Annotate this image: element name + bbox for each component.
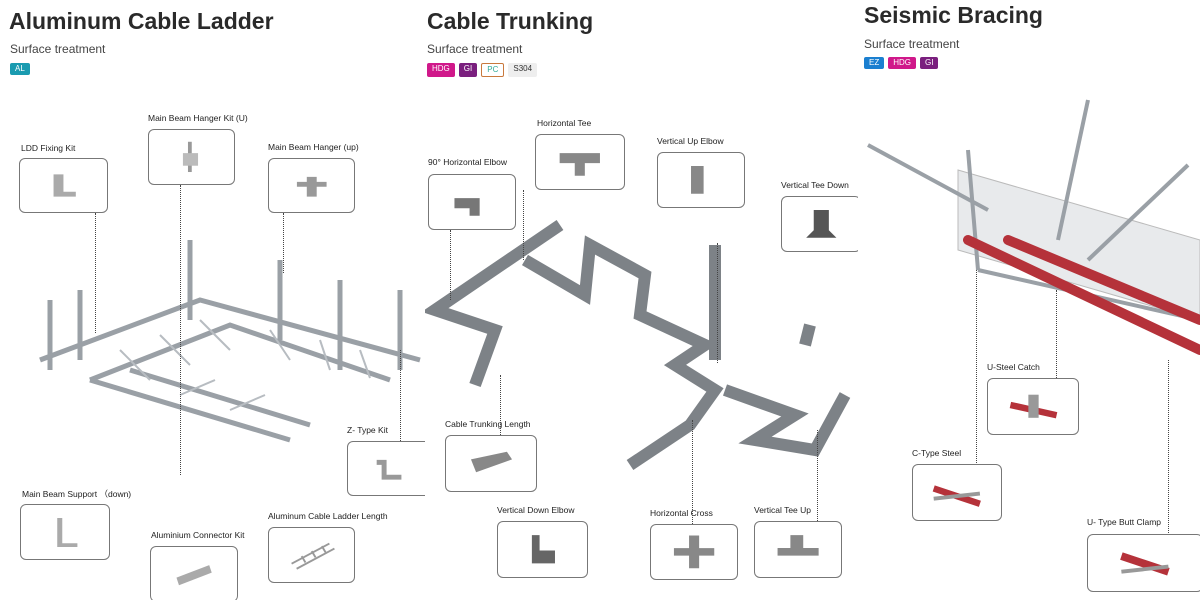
- badge-ez: EZ: [864, 57, 885, 69]
- section-title: Seismic Bracing: [864, 2, 1043, 28]
- badge-hdg: HDG: [888, 57, 917, 69]
- leader-line: [400, 350, 401, 441]
- component-cable-trunking-length[interactable]: [445, 435, 537, 492]
- leader-line: [1056, 290, 1057, 380]
- badge-gi: GI: [458, 63, 478, 77]
- leader-line: [283, 213, 284, 273]
- leader-line: [450, 230, 451, 300]
- badge-pc: PC: [481, 63, 505, 77]
- label-vertical-tee-down: Vertical Tee Down: [781, 180, 849, 190]
- leader-line: [180, 185, 181, 475]
- badge-al: AL: [10, 63, 30, 75]
- trunking-assembly-illustration: [425, 220, 851, 470]
- component-aluminium-connector-kit[interactable]: [150, 546, 238, 600]
- panel-seismic-bracing: Seismic Bracing Surface treatment EZ HDG…: [858, 0, 1200, 600]
- leader-line: [500, 375, 501, 435]
- component-vertical-down-elbow[interactable]: [497, 521, 588, 578]
- label-main-beam-hanger-up: Main Beam Hanger (up): [268, 142, 359, 152]
- component-main-beam-hanger-up[interactable]: [268, 158, 355, 213]
- label-main-beam-hanger-kit-u: Main Beam Hanger Kit (U): [148, 113, 248, 123]
- leader-line: [95, 213, 96, 333]
- label-main-beam-support-down: Main Beam Support （down): [22, 489, 132, 499]
- seismic-bracing-illustration: [867, 99, 1200, 355]
- label-aluminum-cable-ladder-length: Aluminum Cable Ladder Length: [268, 511, 388, 521]
- badge-s304: S304: [508, 63, 538, 77]
- label-u-type-butt-clamp: U- Type Butt Clamp: [1087, 517, 1162, 527]
- label-horizontal-tee: Horizontal Tee: [537, 118, 592, 128]
- section-title: Cable Trunking: [427, 8, 594, 34]
- label-u-steel-catch: U-Steel Catch: [987, 362, 1040, 372]
- component-90-horizontal-elbow[interactable]: [428, 174, 516, 230]
- badge-list: AL: [10, 63, 30, 75]
- badge-list: EZ HDG GI: [864, 57, 939, 69]
- ladder-assembly-illustration: [39, 240, 421, 443]
- label-vertical-down-elbow: Vertical Down Elbow: [497, 505, 575, 515]
- leader-line: [523, 190, 524, 260]
- leader-line: [817, 430, 818, 521]
- component-main-beam-support-down[interactable]: [20, 504, 110, 560]
- leader-line: [976, 270, 977, 465]
- surface-treatment-label: Surface treatment: [427, 42, 523, 56]
- panel-aluminum-cable-ladder: Aluminum Cable Ladder Surface treatment …: [0, 0, 425, 600]
- component-horizontal-tee[interactable]: [535, 134, 625, 190]
- component-u-type-butt-clamp[interactable]: [1087, 534, 1200, 592]
- badge-gi: GI: [920, 57, 939, 69]
- label-aluminium-connector-kit: Aluminium Connector Kit: [151, 530, 245, 540]
- label-c-type-steel: C-Type Steel: [912, 448, 962, 458]
- label-vertical-up-elbow: Vertical Up Elbow: [657, 136, 724, 146]
- section-title: Aluminum Cable Ladder: [9, 8, 274, 34]
- leader-line: [692, 420, 693, 524]
- badge-list: HDG GI PC S304: [427, 63, 538, 77]
- label-90-horizontal-elbow: 90° Horizontal Elbow: [428, 157, 507, 167]
- label-cable-trunking-length: Cable Trunking Length: [445, 419, 531, 429]
- component-aluminum-cable-ladder-length[interactable]: [268, 527, 355, 583]
- component-u-steel-catch[interactable]: [987, 378, 1079, 435]
- component-ldd-fixing-kit[interactable]: [19, 158, 108, 213]
- panel-cable-trunking: Cable Trunking Surface treatment HDG GI …: [425, 0, 858, 600]
- component-z-type-kit[interactable]: [347, 441, 425, 496]
- label-vertical-tee-up: Vertical Tee Up: [754, 505, 812, 515]
- surface-treatment-label: Surface treatment: [10, 42, 106, 56]
- label-ldd-fixing-kit: LDD Fixing Kit: [21, 143, 76, 153]
- leader-line: [717, 243, 718, 363]
- surface-treatment-label: Surface treatment: [864, 37, 960, 51]
- leader-line: [1168, 360, 1169, 535]
- component-c-type-steel[interactable]: [912, 464, 1002, 521]
- component-vertical-up-elbow[interactable]: [657, 152, 745, 208]
- component-main-beam-hanger-kit-u[interactable]: [148, 129, 235, 185]
- label-z-type-kit: Z- Type Kit: [347, 425, 388, 435]
- component-vertical-tee-up[interactable]: [754, 521, 842, 578]
- label-horizontal-cross: Horizontal Cross: [650, 508, 713, 518]
- badge-hdg: HDG: [427, 63, 455, 77]
- component-horizontal-cross[interactable]: [650, 524, 738, 580]
- component-vertical-tee-down[interactable]: [781, 196, 858, 252]
